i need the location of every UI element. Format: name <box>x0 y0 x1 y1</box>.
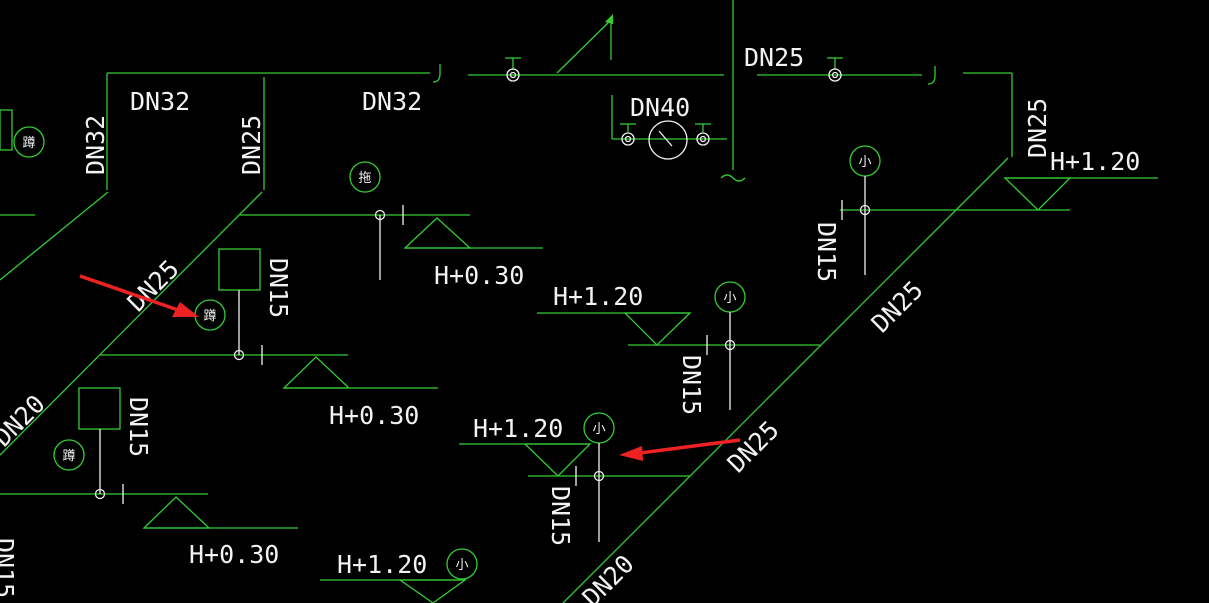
label-branch-1: DN15 <box>264 258 293 318</box>
fixture-5: 小 <box>858 155 871 170</box>
elevation-4: H+1.20 <box>1050 147 1140 176</box>
arrow-right-head <box>619 446 643 461</box>
label-riser-left: DN32 <box>81 115 110 175</box>
fixture-6: 小 <box>723 291 736 306</box>
label-top-right: DN25 <box>744 43 804 72</box>
fixture-4: 蹲 <box>62 449 75 464</box>
label-branch-5: DN15 <box>546 486 575 546</box>
fixture-1: 蹲 <box>22 136 35 151</box>
elevation-3: H+0.30 <box>189 540 279 569</box>
fittings <box>94 68 871 542</box>
elevation-2: H+0.30 <box>329 401 419 430</box>
annotation-arrows <box>79 274 741 461</box>
label-riser-right: DN25 <box>1023 98 1052 158</box>
arrow-left-head <box>172 302 199 317</box>
label-diag-right-mid: DN25 <box>866 275 929 338</box>
fixture-glyphs: 蹲 拖 蹲 蹲 小 小 小 小 <box>22 136 871 573</box>
elevation-6: H+1.20 <box>473 414 563 443</box>
label-riser-mid: DN25 <box>237 115 266 175</box>
label-diag-left-low: DN20 <box>0 389 51 452</box>
label-meter: DN40 <box>630 93 690 122</box>
elevation-labels: H+0.30 H+0.30 H+0.30 H+1.20 H+1.20 H+1.2… <box>189 147 1140 579</box>
arrow-right-shaft <box>639 438 741 455</box>
pipe-labels: DN32 DN32 DN25 DN40 DN32 DN25 DN25 DN25 … <box>0 43 1052 603</box>
label-main-left: DN32 <box>130 87 190 116</box>
elevation-7: H+1.20 <box>337 550 427 579</box>
label-branch-3: DN15 <box>812 222 841 282</box>
fixture-8: 小 <box>455 558 468 573</box>
fixture-3: 蹲 <box>203 309 216 324</box>
meter-dial <box>648 120 688 160</box>
label-main-mid: DN32 <box>362 87 422 116</box>
arrow-left-shaft <box>79 274 179 312</box>
fixture-2: 拖 <box>358 171 371 186</box>
elevation-5: H+1.20 <box>553 282 643 311</box>
elevation-1: H+0.30 <box>434 261 524 290</box>
fixture-7: 小 <box>592 422 605 437</box>
label-diag-right-low: DN25 <box>722 415 785 478</box>
label-branch-2: DN15 <box>124 397 153 457</box>
label-branch-edge: DN15 <box>0 538 19 598</box>
label-branch-4: DN15 <box>677 355 706 415</box>
